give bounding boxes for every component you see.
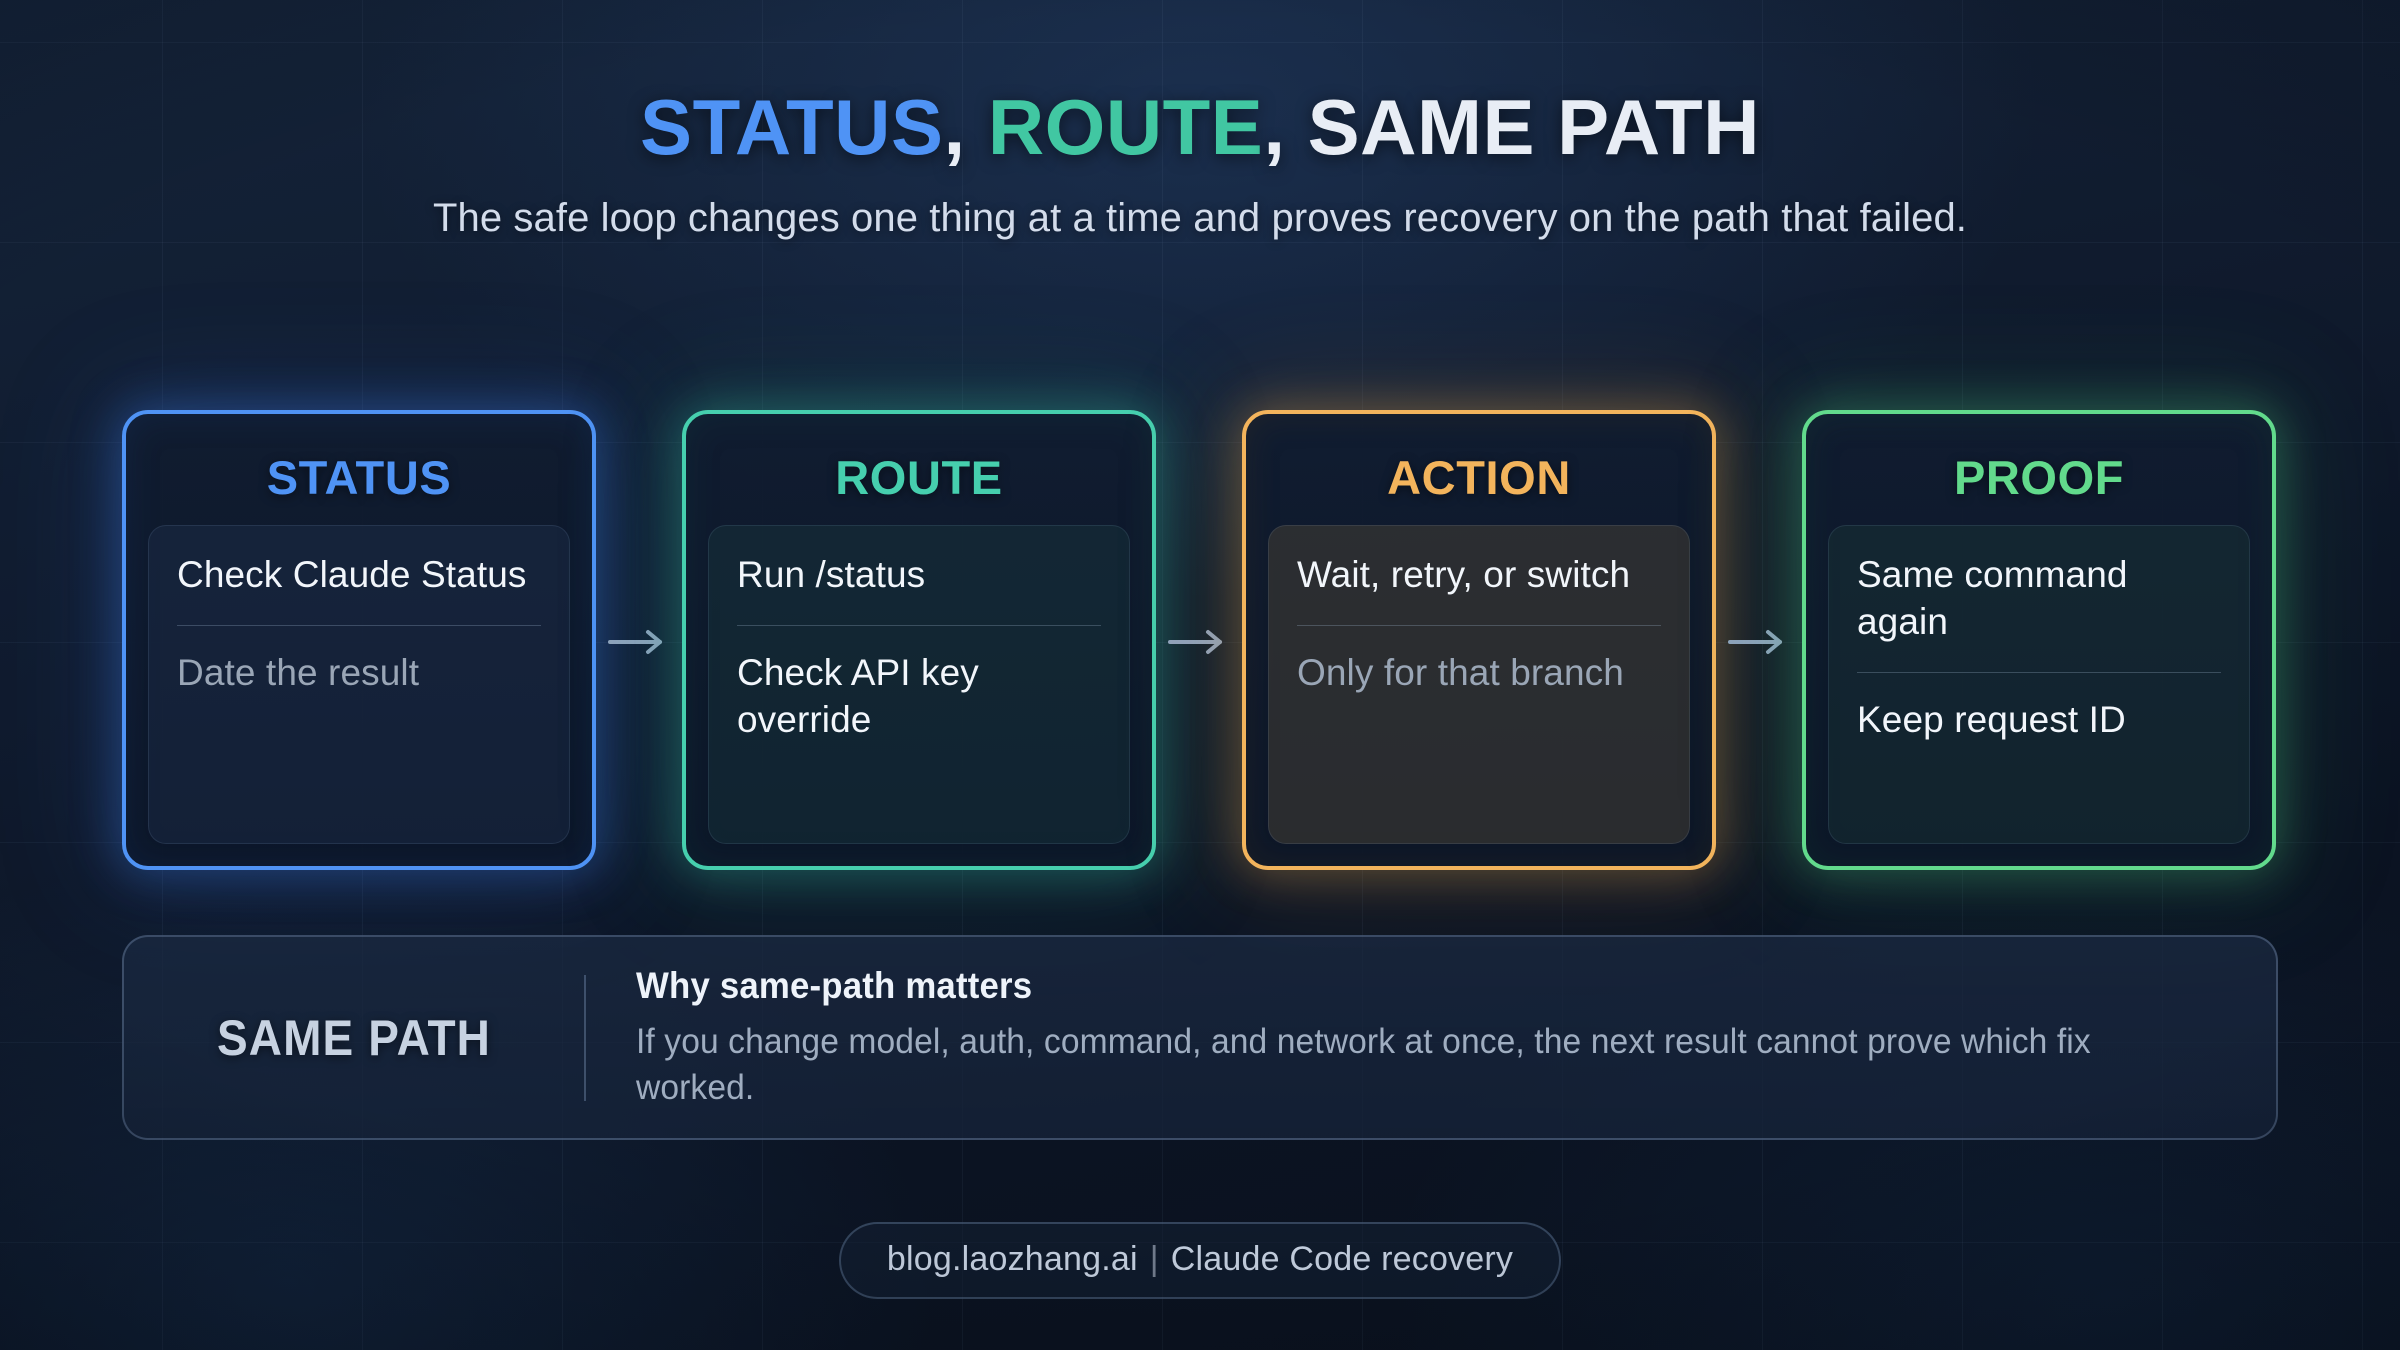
step-card-route[interactable]: ROUTE Run /status Check API key override xyxy=(682,410,1156,870)
step-card-row: STATUS Check Claude Status Date the resu… xyxy=(122,410,2278,870)
step-card-divider-status xyxy=(177,624,541,626)
banner-description: If you change model, auth, command, and … xyxy=(636,1022,2091,1107)
header: STATUS, ROUTE, SAME PATH The safe loop c… xyxy=(0,88,2400,241)
same-path-label: SAME PATH xyxy=(216,1009,492,1066)
step-card-action[interactable]: ACTION Wait, retry, or switch Only for t… xyxy=(1242,410,1716,870)
step-card-divider-proof xyxy=(1857,671,2221,673)
footer-site: blog.laozhang.ai xyxy=(886,1240,1138,1278)
step-card-status[interactable]: STATUS Check Claude Status Date the resu… xyxy=(122,410,596,870)
step-card-primary-proof: Same command again xyxy=(1857,554,2128,642)
step-card-proof[interactable]: PROOF Same command again Keep request ID xyxy=(1802,410,2276,870)
card-gap-3 xyxy=(1716,410,1802,870)
step-card-wrapper-proof: PROOF Same command again Keep request ID xyxy=(1802,410,2276,870)
footer-divider: | xyxy=(1149,1240,1159,1278)
title-comma-1: , xyxy=(943,83,966,171)
step-card-secondary-action: Only for that branch xyxy=(1297,651,1624,693)
step-card-body-route: Run /status Check API key override xyxy=(708,525,1130,844)
step-card-title-route: ROUTE xyxy=(835,451,1003,504)
step-card-primary-status: Check Claude Status xyxy=(177,554,527,595)
step-card-primary-action: Wait, retry, or switch xyxy=(1297,554,1631,595)
same-path-banner: SAME PATH Why same-path matters If you c… xyxy=(122,935,2278,1140)
page-subtitle: The safe loop changes one thing at a tim… xyxy=(432,196,1968,240)
step-card-wrapper-route: ROUTE Run /status Check API key override xyxy=(682,410,1222,870)
step-card-body-status: Check Claude Status Date the result xyxy=(148,525,570,844)
title-word-same-path: SAME PATH xyxy=(1307,83,1760,171)
page-title: STATUS, ROUTE, SAME PATH xyxy=(0,88,2400,166)
footer: blog.laozhang.ai | Claude Code recovery xyxy=(0,1222,2400,1299)
banner-heading: Why same-path matters xyxy=(636,965,1033,1006)
step-card-divider-action xyxy=(1297,624,1661,626)
step-card-divider-route xyxy=(737,624,1101,626)
step-card-title-action: ACTION xyxy=(1387,451,1571,504)
banner-text-block: Why same-path matters If you change mode… xyxy=(586,965,2236,1110)
step-card-secondary-route: Check API key override xyxy=(737,651,979,740)
step-card-body-proof: Same command again Keep request ID xyxy=(1828,525,2250,844)
card-gap-2 xyxy=(1156,410,1242,870)
step-card-title-status: STATUS xyxy=(266,451,452,504)
step-card-title-proof: PROOF xyxy=(1953,451,2125,504)
step-card-body-action: Wait, retry, or switch Only for that bra… xyxy=(1268,525,1690,844)
step-card-secondary-proof: Keep request ID xyxy=(1857,698,2126,740)
step-card-secondary-status: Date the result xyxy=(177,651,420,693)
step-card-primary-route: Run /status xyxy=(737,554,926,595)
card-gap-1 xyxy=(596,410,682,870)
footer-source-pill[interactable]: blog.laozhang.ai | Claude Code recovery xyxy=(838,1222,1562,1299)
footer-topic: Claude Code recovery xyxy=(1170,1240,1514,1278)
title-comma-2: , xyxy=(1263,83,1286,171)
title-word-status: STATUS xyxy=(640,83,944,171)
title-word-route: ROUTE xyxy=(987,83,1264,171)
step-card-wrapper-action: ACTION Wait, retry, or switch Only for t… xyxy=(1242,410,1782,870)
step-card-wrapper-status: STATUS Check Claude Status Date the resu… xyxy=(122,410,662,870)
